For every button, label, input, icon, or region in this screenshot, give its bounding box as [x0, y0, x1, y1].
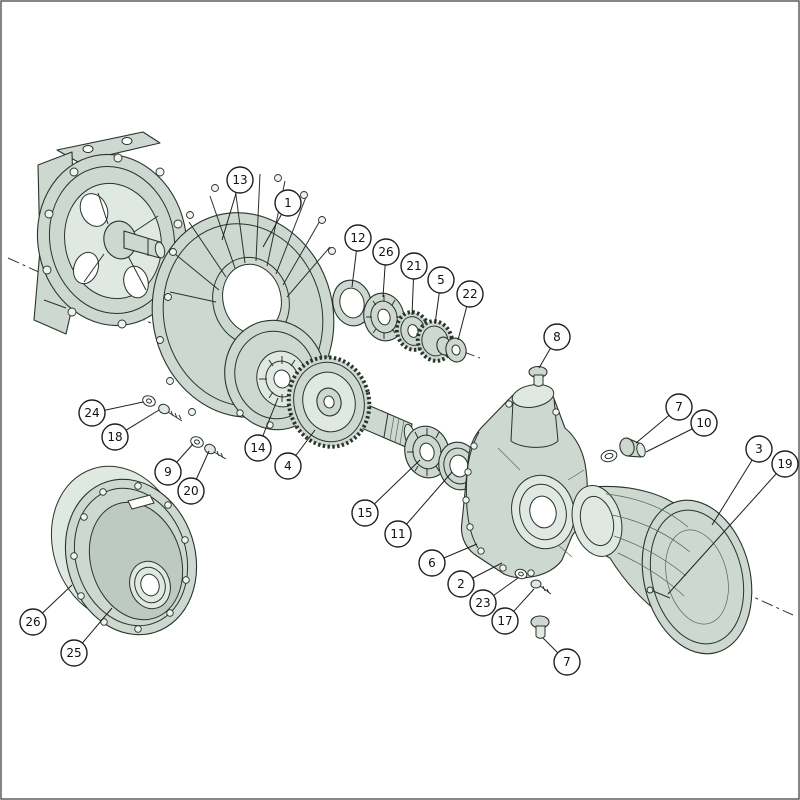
part-screw-set-upper — [142, 395, 183, 422]
callout-8: 8 — [538, 323, 571, 369]
callout-25: 25 — [60, 607, 113, 667]
callout-26-bearing: 26 — [372, 238, 400, 298]
svg-text:7: 7 — [675, 400, 683, 414]
callout-21: 21 — [400, 252, 428, 316]
svg-text:18: 18 — [107, 430, 122, 444]
callout-5: 5 — [427, 266, 455, 325]
callout-9: 9 — [154, 443, 194, 486]
svg-text:7: 7 — [563, 655, 571, 669]
svg-text:24: 24 — [84, 406, 99, 420]
callout-18: 18 — [101, 409, 160, 451]
svg-text:22: 22 — [462, 287, 477, 301]
part-input-bearing-stack — [332, 279, 467, 363]
part-screw-set-lower — [514, 568, 552, 595]
callout-19: 19 — [667, 450, 799, 595]
callout-7-drain: 7 — [542, 637, 581, 676]
svg-text:26: 26 — [25, 615, 40, 629]
svg-text:13: 13 — [232, 173, 247, 187]
svg-text:6: 6 — [428, 556, 436, 570]
callout-24: 24 — [78, 399, 144, 427]
part-oval-cover — [50, 465, 198, 636]
callout-26-gasket: 26 — [19, 584, 73, 636]
svg-text:15: 15 — [357, 506, 372, 520]
svg-text:2: 2 — [457, 577, 465, 591]
svg-text:11: 11 — [390, 527, 405, 541]
callout-3: 3 — [711, 435, 773, 526]
callout-10: 10 — [645, 409, 718, 453]
svg-text:21: 21 — [406, 259, 421, 273]
callout-2: 2 — [447, 562, 503, 598]
part-gear-housing — [460, 384, 588, 579]
callout-4: 4 — [274, 429, 316, 480]
callout-7-side: 7 — [635, 393, 693, 444]
svg-text:5: 5 — [437, 273, 445, 287]
callout-13: 13 — [221, 166, 254, 241]
svg-text:17: 17 — [497, 614, 512, 628]
callout-12: 12 — [344, 224, 372, 288]
part-rear-housing — [33, 131, 188, 335]
callout-17: 17 — [491, 588, 535, 635]
callout-14: 14 — [244, 397, 279, 462]
svg-text:19: 19 — [777, 457, 792, 471]
callout-6: 6 — [418, 543, 478, 577]
svg-text:4: 4 — [284, 459, 292, 473]
svg-text:8: 8 — [553, 330, 561, 344]
callout-15: 15 — [351, 459, 421, 527]
svg-text:26: 26 — [378, 245, 393, 259]
callout-20: 20 — [177, 450, 210, 505]
svg-text:9: 9 — [164, 465, 172, 479]
part-side-plug — [600, 437, 646, 463]
svg-text:25: 25 — [66, 646, 81, 660]
svg-text:23: 23 — [475, 596, 490, 610]
callout-22: 22 — [456, 280, 484, 341]
part-breather-plug — [528, 365, 548, 387]
callout-1: 1 — [262, 189, 302, 248]
part-bell-housing — [571, 485, 753, 655]
part-drain-plug — [530, 615, 550, 639]
svg-text:14: 14 — [250, 441, 265, 455]
svg-text:10: 10 — [696, 416, 711, 430]
svg-text:12: 12 — [350, 231, 365, 245]
callout-23: 23 — [469, 577, 519, 617]
callout-11: 11 — [384, 471, 453, 548]
svg-text:1: 1 — [284, 196, 292, 210]
svg-text:20: 20 — [183, 484, 198, 498]
svg-text:3: 3 — [755, 442, 763, 456]
